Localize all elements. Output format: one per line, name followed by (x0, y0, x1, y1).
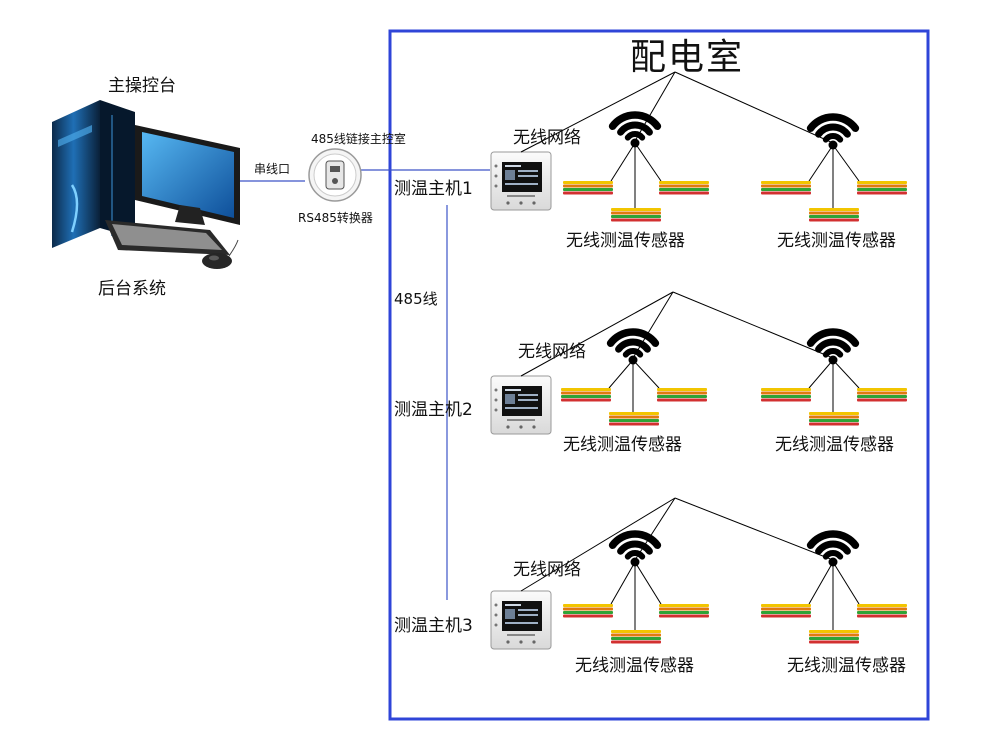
sensor-link-line (832, 359, 860, 389)
serial-port-label: 串线口 (254, 162, 291, 176)
network-line (634, 497, 676, 561)
host-1-label: 测温主机1 (394, 179, 473, 199)
wireless-temperature-sensor-icon (809, 630, 859, 644)
wifi-icon (608, 530, 662, 567)
wireless-temperature-sensor-icon (561, 388, 611, 402)
wireless-temperature-sensor-icon (611, 208, 661, 222)
sensor-link-line (832, 561, 860, 605)
network-line (520, 71, 676, 153)
sensor-link-line (808, 561, 834, 605)
converter-top-label: 485线链接主控室 (311, 132, 406, 146)
sensor-link-line (634, 142, 662, 182)
bus-label: 485线 (394, 290, 438, 308)
wireless-temperature-sensor-icon (857, 388, 907, 402)
wireless-temperature-sensor-icon (609, 412, 659, 426)
wifi-icon (606, 328, 660, 365)
wireless-temperature-sensor-icon (857, 604, 907, 618)
host-2-label: 测温主机2 (394, 400, 473, 420)
wireless-label-2: 无线网络 (518, 342, 586, 362)
temperature-host-icon (490, 151, 552, 211)
sensor-label-2-left: 无线测温传感器 (563, 435, 682, 455)
wireless-temperature-sensor-icon (857, 181, 907, 195)
sensor-label-3-right: 无线测温传感器 (787, 656, 906, 676)
wireless-temperature-sensor-icon (809, 208, 859, 222)
network-line (520, 291, 674, 377)
wireless-label-3: 无线网络 (513, 560, 581, 580)
wifi-icon (806, 328, 860, 365)
temperature-host-icon (490, 590, 552, 650)
wireless-temperature-sensor-icon (563, 604, 613, 618)
wifi-icon (806, 530, 860, 567)
distribution-room-border (388, 29, 930, 721)
host-group-1 (490, 71, 907, 222)
sensor-link-line (808, 144, 834, 182)
sensor-link-line (808, 359, 834, 389)
network-line (672, 291, 834, 359)
network-line (632, 291, 674, 359)
host-group-3 (490, 497, 907, 650)
wireless-temperature-sensor-icon (761, 604, 811, 618)
network-line (674, 497, 834, 561)
sensor-link-line (610, 142, 636, 182)
sensor-label-1-right: 无线测温传感器 (777, 231, 896, 251)
distribution-room-devices (490, 71, 907, 650)
wireless-label-1: 无线网络 (513, 128, 581, 148)
temperature-host-icon (490, 375, 552, 435)
sensor-label-3-left: 无线测温传感器 (575, 656, 694, 676)
converter-bottom-label: RS485转换器 (298, 211, 373, 225)
room-title: 配电室 (630, 37, 745, 78)
wireless-temperature-sensor-icon (657, 388, 707, 402)
rs485-converter-icon (308, 148, 362, 202)
network-line (520, 497, 676, 592)
host-3-label: 测温主机3 (394, 616, 473, 636)
wifi-icon (608, 111, 662, 148)
computer-bottom-label: 后台系统 (98, 279, 166, 299)
sensor-link-line (634, 561, 662, 605)
sensor-link-line (632, 359, 660, 389)
wireless-temperature-sensor-icon (659, 181, 709, 195)
network-line (674, 71, 834, 144)
host-group-2 (490, 291, 907, 435)
wifi-icon (806, 113, 860, 150)
wireless-temperature-sensor-icon (611, 630, 661, 644)
sensor-link-line (610, 561, 636, 605)
wireless-temperature-sensor-icon (761, 181, 811, 195)
wireless-temperature-sensor-icon (809, 412, 859, 426)
sensor-link-line (832, 144, 860, 182)
sensor-link-line (608, 359, 634, 389)
computer-top-label: 主操控台 (108, 76, 176, 96)
sensor-label-1-left: 无线测温传感器 (566, 231, 685, 251)
wireless-temperature-sensor-icon (761, 388, 811, 402)
wireless-temperature-sensor-icon (563, 181, 613, 195)
sensor-label-2-right: 无线测温传感器 (775, 435, 894, 455)
desktop-computer-icon (52, 100, 240, 269)
wireless-temperature-sensor-icon (659, 604, 709, 618)
